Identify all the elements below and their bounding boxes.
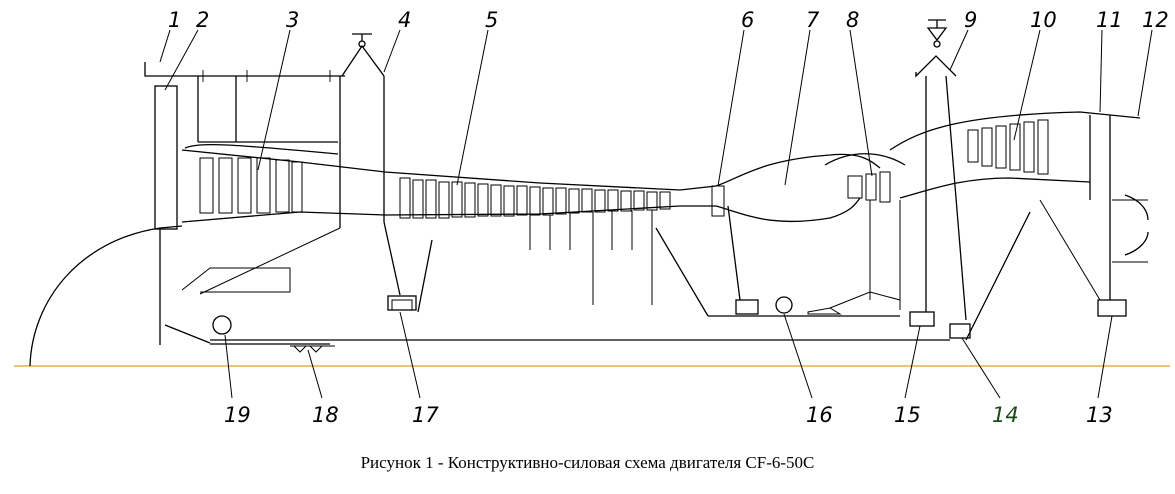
figure-caption: Рисунок 1 - Конструктивно-силовая схема … — [360, 453, 815, 472]
label-17: 17 — [412, 403, 439, 427]
label-19: 19 — [224, 403, 251, 427]
lpt-stages — [967, 119, 1049, 175]
bearing-14 — [949, 323, 971, 339]
rear-mount — [915, 55, 957, 78]
label-10: 10 — [1030, 8, 1057, 32]
label-1: 1 — [168, 8, 181, 32]
label-2: 2 — [196, 8, 209, 32]
bearing-16 — [775, 296, 793, 314]
fan-case — [144, 62, 345, 77]
label-3: 3 — [286, 8, 299, 32]
label-18: 18 — [312, 403, 339, 427]
hpt-stages — [847, 171, 891, 203]
label-5: 5 — [485, 8, 498, 32]
hpc-stages — [399, 177, 671, 219]
label-7: 7 — [806, 8, 820, 32]
label-11: 11 — [1096, 8, 1123, 32]
bearing-13 — [1097, 299, 1127, 317]
label-6: 6 — [741, 8, 754, 32]
leader-lines — [159, 29, 1153, 399]
label-16: 16 — [806, 403, 833, 427]
bearing-15 — [909, 311, 935, 327]
label-4: 4 — [398, 8, 411, 32]
bearing-16-box — [735, 299, 759, 315]
lpc-stages — [199, 157, 303, 214]
front-mount — [341, 44, 385, 77]
engine-structural-scheme: 1 2 3 4 5 6 7 8 9 10 11 12 19 18 17 16 1… — [14, 8, 1170, 427]
bearing-19 — [212, 315, 232, 335]
label-12: 12 — [1142, 8, 1169, 32]
fan-blade-part — [154, 85, 178, 230]
combustor — [824, 153, 906, 166]
label-15: 15 — [894, 403, 921, 427]
label-8: 8 — [846, 8, 859, 32]
inlet-contour — [29, 225, 183, 367]
label-13: 13 — [1086, 403, 1113, 427]
label-9: 9 — [964, 8, 977, 32]
label-14: 14 — [992, 403, 1019, 427]
